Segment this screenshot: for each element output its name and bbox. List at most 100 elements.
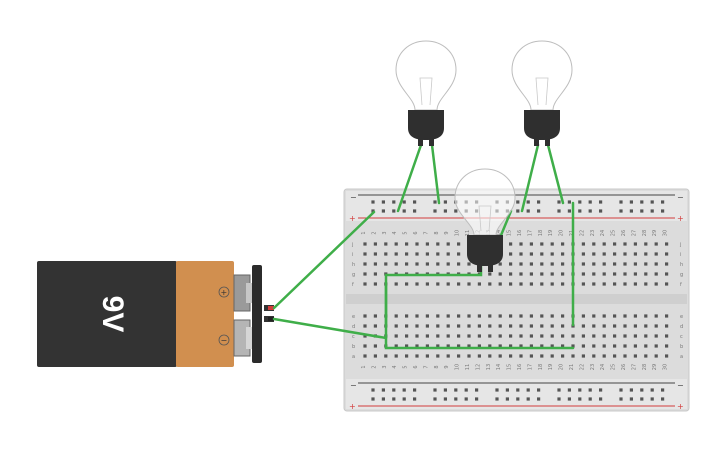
- breadboard-hole[interactable]: [519, 252, 523, 256]
- rail-hole[interactable]: [454, 209, 458, 213]
- rail-hole[interactable]: [475, 388, 479, 392]
- rail-hole[interactable]: [629, 209, 633, 213]
- breadboard-hole[interactable]: [540, 344, 544, 348]
- breadboard-hole[interactable]: [613, 324, 617, 328]
- breadboard-hole[interactable]: [509, 272, 513, 276]
- breadboard-hole[interactable]: [394, 262, 398, 266]
- breadboard-hole[interactable]: [581, 272, 585, 276]
- rail-hole[interactable]: [381, 200, 385, 204]
- breadboard-hole[interactable]: [623, 314, 627, 318]
- rail-hole[interactable]: [537, 209, 541, 213]
- breadboard-hole[interactable]: [633, 354, 637, 358]
- breadboard-hole[interactable]: [488, 354, 492, 358]
- breadboard-hole[interactable]: [602, 252, 606, 256]
- breadboard-hole[interactable]: [581, 354, 585, 358]
- breadboard-hole[interactable]: [405, 242, 409, 246]
- breadboard-hole[interactable]: [384, 354, 388, 358]
- breadboard-hole[interactable]: [665, 272, 669, 276]
- breadboard-hole[interactable]: [425, 262, 429, 266]
- breadboard-hole[interactable]: [623, 344, 627, 348]
- breadboard-hole[interactable]: [550, 354, 554, 358]
- breadboard-hole[interactable]: [550, 324, 554, 328]
- breadboard-hole[interactable]: [613, 344, 617, 348]
- breadboard-hole[interactable]: [633, 314, 637, 318]
- breadboard-hole[interactable]: [529, 262, 533, 266]
- breadboard-hole[interactable]: [477, 354, 481, 358]
- breadboard-hole[interactable]: [623, 252, 627, 256]
- breadboard-hole[interactable]: [613, 334, 617, 338]
- breadboard-hole[interactable]: [581, 344, 585, 348]
- rail-hole[interactable]: [661, 209, 665, 213]
- breadboard-hole[interactable]: [550, 334, 554, 338]
- breadboard-hole[interactable]: [436, 252, 440, 256]
- breadboard-hole[interactable]: [550, 314, 554, 318]
- breadboard-hole[interactable]: [665, 334, 669, 338]
- breadboard-hole[interactable]: [509, 242, 513, 246]
- breadboard-hole[interactable]: [415, 354, 419, 358]
- breadboard-holes[interactable]: [363, 200, 669, 401]
- breadboard-hole[interactable]: [405, 334, 409, 338]
- breadboard-hole[interactable]: [561, 242, 565, 246]
- rail-hole[interactable]: [433, 209, 437, 213]
- breadboard-hole[interactable]: [363, 252, 367, 256]
- breadboard-hole[interactable]: [477, 344, 481, 348]
- breadboard-hole[interactable]: [415, 282, 419, 286]
- breadboard-hole[interactable]: [498, 344, 502, 348]
- breadboard-hole[interactable]: [446, 324, 450, 328]
- rail-hole[interactable]: [557, 397, 561, 401]
- breadboard-hole[interactable]: [467, 262, 471, 266]
- breadboard-hole[interactable]: [529, 314, 533, 318]
- breadboard-hole[interactable]: [467, 334, 471, 338]
- breadboard-hole[interactable]: [436, 334, 440, 338]
- breadboard-hole[interactable]: [488, 282, 492, 286]
- breadboard-hole[interactable]: [623, 242, 627, 246]
- breadboard-hole[interactable]: [571, 334, 575, 338]
- breadboard-hole[interactable]: [561, 314, 565, 318]
- breadboard-hole[interactable]: [665, 262, 669, 266]
- breadboard-hole[interactable]: [613, 354, 617, 358]
- rail-hole[interactable]: [371, 388, 375, 392]
- rail-hole[interactable]: [619, 209, 623, 213]
- breadboard-hole[interactable]: [529, 282, 533, 286]
- breadboard-hole[interactable]: [592, 262, 596, 266]
- breadboard-hole[interactable]: [415, 242, 419, 246]
- breadboard-hole[interactable]: [415, 344, 419, 348]
- rail-hole[interactable]: [599, 388, 603, 392]
- breadboard-hole[interactable]: [446, 334, 450, 338]
- rail-hole[interactable]: [557, 388, 561, 392]
- rail-hole[interactable]: [629, 397, 633, 401]
- breadboard-hole[interactable]: [436, 344, 440, 348]
- breadboard-hole[interactable]: [509, 314, 513, 318]
- breadboard-hole[interactable]: [446, 354, 450, 358]
- breadboard-hole[interactable]: [373, 252, 377, 256]
- breadboard-hole[interactable]: [561, 334, 565, 338]
- rail-hole[interactable]: [640, 209, 644, 213]
- rail-hole[interactable]: [661, 388, 665, 392]
- breadboard-hole[interactable]: [654, 324, 658, 328]
- rail-hole[interactable]: [433, 200, 437, 204]
- breadboard-hole[interactable]: [644, 252, 648, 256]
- breadboard-hole[interactable]: [665, 282, 669, 286]
- breadboard-hole[interactable]: [654, 252, 658, 256]
- breadboard-hole[interactable]: [613, 262, 617, 266]
- breadboard-hole[interactable]: [561, 272, 565, 276]
- wire-bulb1-right[interactable]: [430, 143, 441, 205]
- rail-hole[interactable]: [392, 200, 396, 204]
- rail-hole[interactable]: [578, 209, 582, 213]
- breadboard-hole[interactable]: [498, 334, 502, 338]
- breadboard-hole[interactable]: [613, 252, 617, 256]
- breadboard-hole[interactable]: [529, 324, 533, 328]
- breadboard-hole[interactable]: [561, 282, 565, 286]
- breadboard-hole[interactable]: [425, 324, 429, 328]
- breadboard-hole[interactable]: [498, 324, 502, 328]
- breadboard-hole[interactable]: [498, 272, 502, 276]
- breadboard-hole[interactable]: [623, 334, 627, 338]
- breadboard-hole[interactable]: [581, 242, 585, 246]
- breadboard-hole[interactable]: [405, 314, 409, 318]
- breadboard-hole[interactable]: [394, 344, 398, 348]
- breadboard-hole[interactable]: [373, 354, 377, 358]
- breadboard-hole[interactable]: [654, 282, 658, 286]
- breadboard-hole[interactable]: [509, 334, 513, 338]
- rail-hole[interactable]: [661, 397, 665, 401]
- breadboard-hole[interactable]: [592, 242, 596, 246]
